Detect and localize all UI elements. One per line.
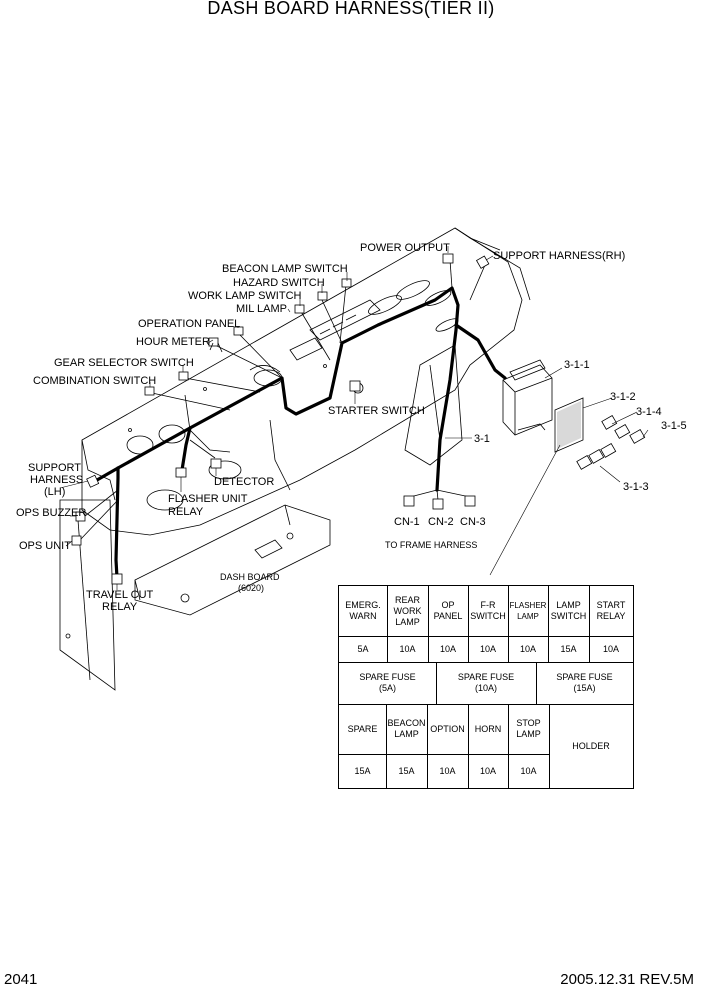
dashboard-panel-outline — [59, 227, 531, 691]
label-power-output: POWER OUTPUT — [360, 242, 450, 254]
fuse-box — [502, 359, 553, 436]
fuse-header-flasher-lamp: FLASHER LAMP — [509, 601, 547, 621]
leader-lines — [59, 246, 649, 590]
label-beacon-lamp-switch: BEACON LAMP SWITCH — [222, 263, 348, 275]
fuse-header-rear-work-lamp: REAR WORK LAMP — [393, 594, 422, 627]
fuse-value-op-panel: 10A — [439, 643, 456, 654]
fuse-holder: HOLDER — [572, 740, 610, 751]
fuse-header-emerg-warn: EMERG. WARN — [345, 600, 381, 621]
revision-date: 2005.12.31 REV.5M — [560, 971, 694, 988]
label-support-harness-rh: SUPPORT HARNESS(RH) — [493, 250, 625, 262]
label-starter-switch: STARTER SWITCH — [328, 405, 425, 417]
fuse-value-option: 10A — [439, 765, 456, 776]
fuse-header-start-relay: START RELAY — [596, 600, 626, 621]
fuse-header-beacon-lamp: BEACON LAMP — [387, 718, 426, 739]
fuse-header-horn: HORN — [474, 723, 502, 734]
label-part-3-1: 3-1 — [474, 433, 490, 445]
fuse-value-beacon-lamp: 15A — [398, 765, 415, 776]
label-support-harness-lh-1: SUPPORT — [28, 462, 81, 474]
fuse-value-flasher-lamp: 10A — [519, 643, 536, 654]
label-detector: DETECTOR — [214, 476, 274, 488]
callout-labels: POWER OUTPUT SUPPORT HARNESS(RH) BEACON … — [16, 242, 687, 613]
label-cn1: CN-1 — [394, 516, 420, 528]
fuse-value-rear-work-lamp: 10A — [399, 643, 416, 654]
label-dash-board-2: (6020) — [238, 583, 264, 593]
spare-fuse-10a: SPARE FUSE (10A) — [457, 672, 515, 693]
thin-leads — [79, 259, 486, 541]
label-part-3-1-4: 3-1-4 — [636, 406, 662, 418]
fuse-value-start-relay: 10A — [602, 643, 619, 654]
label-cn3: CN-3 — [460, 516, 486, 528]
label-gear-selector-switch: GEAR SELECTOR SWITCH — [54, 357, 194, 369]
label-part-3-1-5: 3-1-5 — [661, 420, 687, 432]
spare-fuse-15a: SPARE FUSE (15A) — [556, 672, 613, 693]
fuse-header-lamp-switch: LAMP SWITCH — [550, 600, 587, 621]
fuse-value-lamp-switch: 15A — [560, 643, 577, 654]
label-part-3-1-3: 3-1-3 — [623, 481, 649, 493]
label-dash-board-1: DASH BOARD — [220, 572, 280, 582]
fuse-value-emerg-warn: 5A — [357, 643, 369, 654]
fuse-header-f-r-switch: F-R SWITCH — [470, 600, 506, 621]
page-number: 2041 — [4, 971, 38, 988]
fuse-table: EMERG. WARN REAR WORK LAMP OP PANEL F-R … — [338, 585, 634, 789]
fuse-header-spare: SPARE — [347, 723, 378, 734]
label-travel-cut-relay-1: TRAVEL CUT — [86, 589, 154, 601]
page-title: DASH BOARD HARNESS(TIER II) — [207, 0, 495, 18]
fuse-holder-cover — [554, 397, 584, 453]
label-part-3-1-1: 3-1-1 — [564, 359, 590, 371]
fuses — [576, 414, 646, 470]
label-mil-lamp: MIL LAMP — [236, 303, 287, 315]
label-ops-buzzer: OPS BUZZER — [16, 507, 86, 519]
label-operation-panel: OPERATION PANEL — [138, 318, 240, 330]
label-to-frame-harness: TO FRAME HARNESS — [385, 540, 477, 550]
fuse-value-spare: 15A — [354, 765, 371, 776]
fuse-header-option: OPTION — [430, 723, 465, 734]
label-hour-meter: HOUR METER — [136, 336, 210, 348]
label-travel-cut-relay-2: RELAY — [102, 601, 138, 613]
label-combination-switch: COMBINATION SWITCH — [33, 375, 156, 387]
label-hazard-switch: HAZARD SWITCH — [233, 277, 325, 289]
main-harness-wire — [95, 286, 507, 580]
spare-fuse-5a: SPARE FUSE (5A) — [359, 672, 416, 693]
fuse-header-stop-lamp: STOP LAMP — [516, 718, 541, 739]
label-flasher-unit-relay-2: RELAY — [168, 506, 204, 518]
label-cn2: CN-2 — [428, 516, 454, 528]
label-support-harness-lh-3: (LH) — [44, 486, 65, 498]
fuse-value-f-r-switch: 10A — [479, 643, 496, 654]
fuse-value-stop-lamp: 10A — [520, 765, 537, 776]
label-work-lamp-switch: WORK LAMP SWITCH — [188, 290, 302, 302]
label-support-harness-lh-2: HARNESS — [30, 474, 83, 486]
fuse-header-op-panel: OP PANEL — [433, 600, 463, 621]
fuse-value-horn: 10A — [479, 765, 496, 776]
label-part-3-1-2: 3-1-2 — [610, 391, 636, 403]
label-flasher-unit-relay-1: FLASHER UNIT — [168, 493, 248, 505]
label-ops-unit: OPS UNIT — [19, 540, 71, 552]
